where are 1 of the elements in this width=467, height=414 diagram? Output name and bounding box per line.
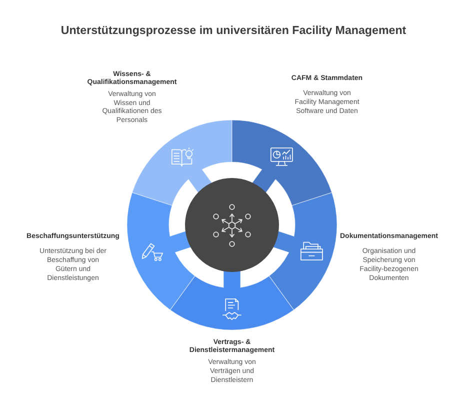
diagram-title: Unterstützungsprozesse im universitären Facility Management bbox=[60, 24, 406, 38]
